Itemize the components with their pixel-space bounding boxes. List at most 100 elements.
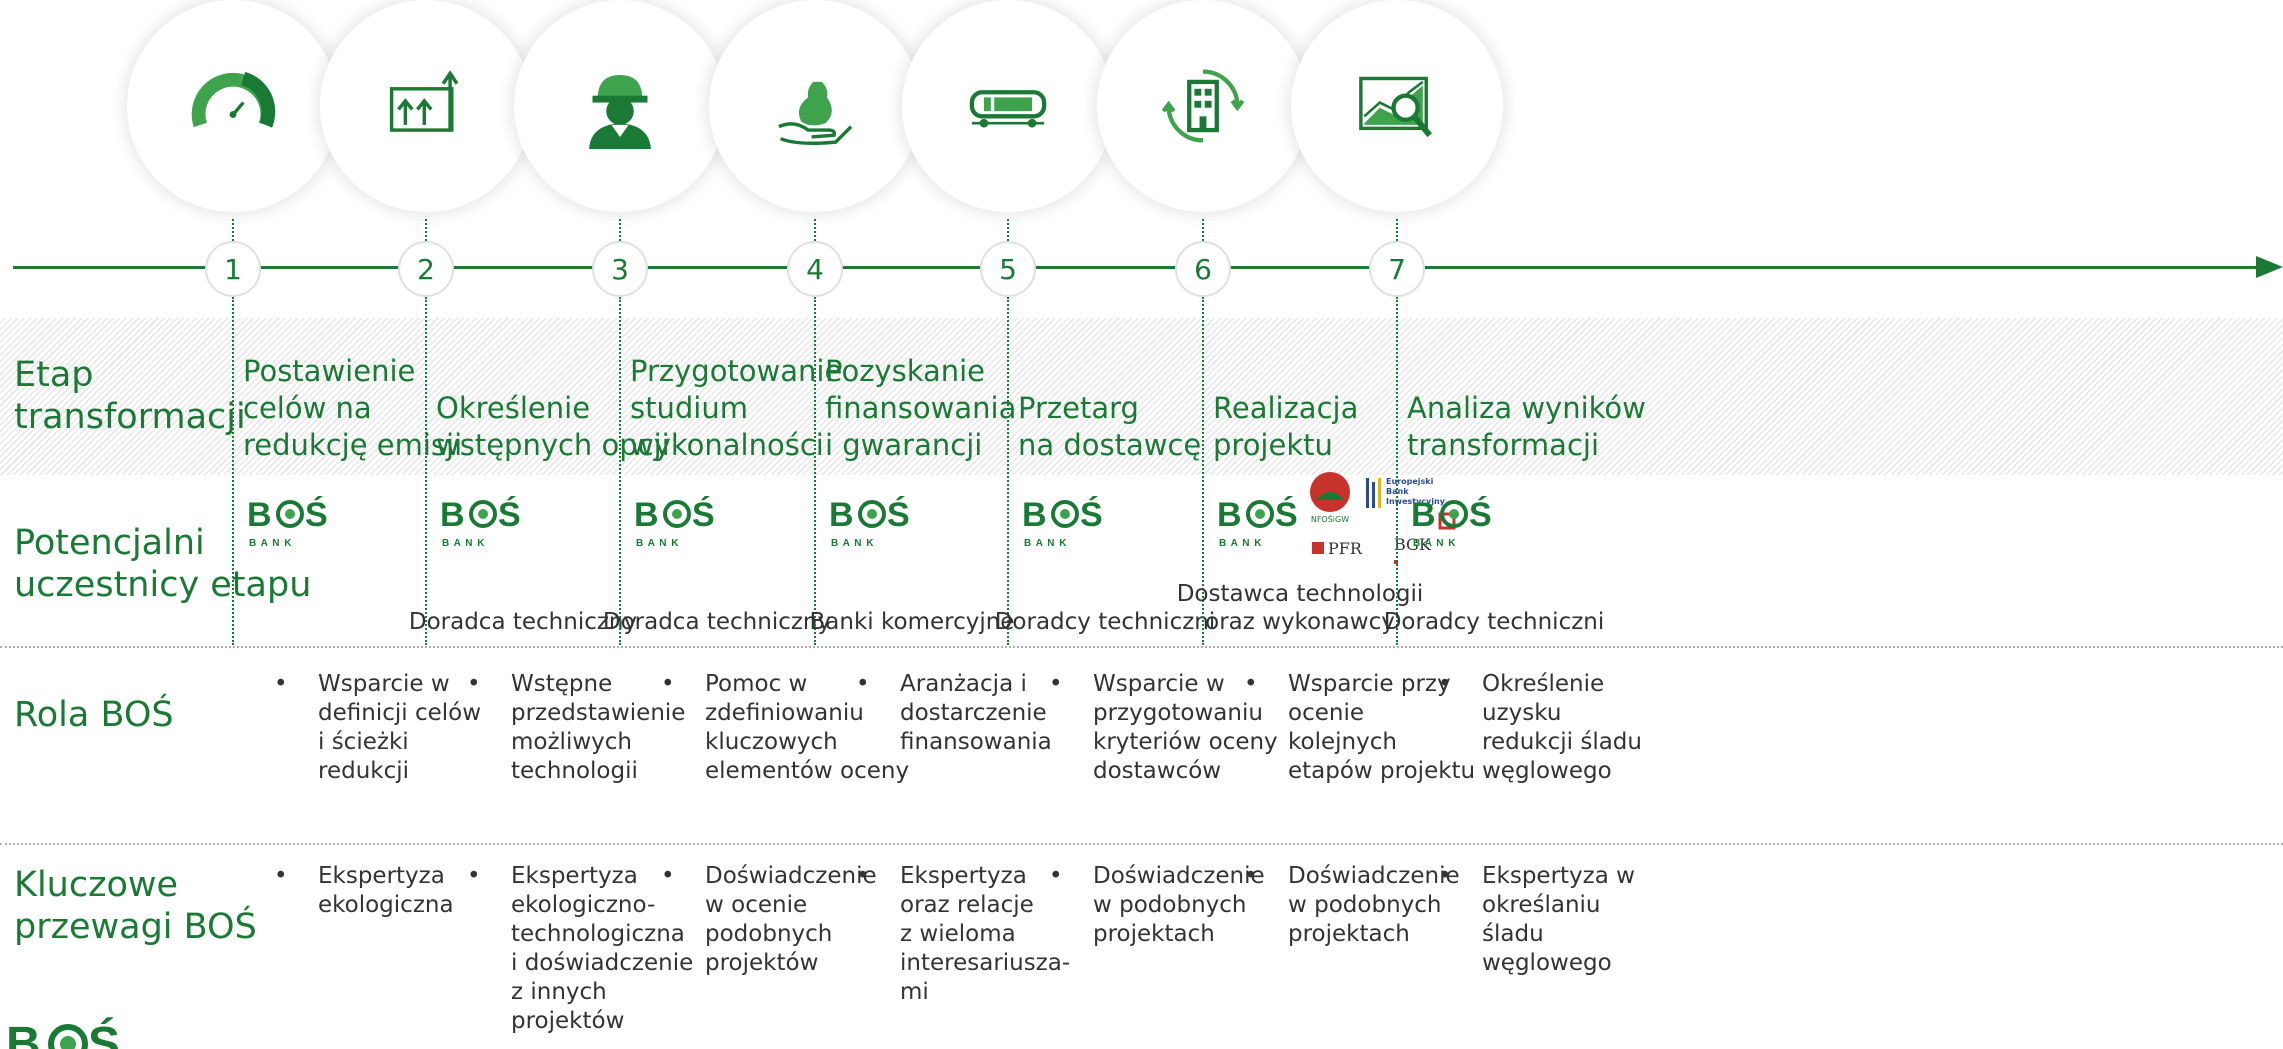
svg-text:Ś: Ś — [887, 496, 910, 534]
step-6-participant: Dostawca technologii oraz wykonawcy — [1176, 581, 1424, 635]
bullet-dot: • — [856, 671, 870, 697]
pfr-text: PFR — [1328, 539, 1363, 558]
svg-text:Ś: Ś — [692, 496, 715, 534]
growth-arrows-icon — [383, 63, 469, 149]
timeline-axis — [13, 266, 2258, 269]
bullet-dot: • — [1438, 671, 1452, 697]
step-7-stage: Analiza wyników transformacji — [1407, 391, 1646, 462]
svg-text:Ś: Ś — [88, 1016, 120, 1049]
svg-text:B A N K: B A N K — [1413, 538, 1456, 549]
svg-text:B A N K: B A N K — [831, 538, 874, 549]
step-5-connector — [1007, 219, 1009, 241]
row-label-participants: Potencjalni uczestnicy etapu — [14, 523, 312, 605]
step-5-stage: Przetarg na dostawcę — [1018, 391, 1202, 462]
svg-text:Ś: Ś — [1469, 496, 1492, 534]
step-2-number: 2 — [398, 241, 454, 297]
step-7-divider — [1396, 297, 1398, 645]
step-3-number: 3 — [592, 241, 648, 297]
svg-text:B A N K: B A N K — [1024, 538, 1067, 549]
svg-text:B: B — [829, 496, 854, 534]
step-6-divider — [1202, 297, 1204, 645]
svg-text:Ś: Ś — [305, 496, 328, 534]
separator-role-advantages — [0, 843, 2283, 845]
step-4-participant: Banki komercyjne — [809, 609, 1015, 635]
svg-text:B: B — [634, 496, 659, 534]
step-3-bos-logo: B Ś B A N K — [634, 496, 724, 552]
engineer-icon — [577, 63, 663, 149]
svg-text:B A N K: B A N K — [249, 538, 292, 549]
svg-text:Ś: Ś — [1080, 496, 1103, 534]
step-6-bos-logo: B Ś B A N K — [1217, 496, 1307, 552]
step-2-stage: Określenie wstępnych opcji — [436, 391, 670, 462]
bullet-dot: • — [661, 671, 675, 697]
step-2-bos-logo: B Ś B A N K — [440, 496, 530, 552]
step-4-bos-logo: B Ś B A N K — [829, 496, 919, 552]
step-4-divider — [814, 297, 816, 645]
svg-text:Europejski: Europejski — [1386, 477, 1434, 486]
svg-text:B A N K: B A N K — [1219, 538, 1262, 549]
bullet-dot: • — [1049, 863, 1063, 889]
timeline-arrowhead — [2256, 256, 2283, 278]
bullet-dot: • — [1438, 863, 1452, 889]
step-2-participant: Doradca techniczny — [408, 609, 638, 635]
svg-text:B: B — [1022, 496, 1047, 534]
step-7-bos-logo: B Ś B A N K — [1411, 496, 1501, 552]
step-1-connector — [232, 219, 234, 241]
svg-text:B: B — [247, 496, 272, 534]
nfosigw-text: NFOŚiGW — [1311, 513, 1349, 524]
footer-bos-logo: B Ś — [6, 1010, 126, 1049]
svg-text:B: B — [440, 496, 465, 534]
step-6-icon-circle — [1097, 0, 1309, 212]
step-3-icon-circle — [514, 0, 726, 212]
step-5-divider — [1007, 297, 1009, 645]
step-5-bos-logo: B Ś B A N K — [1022, 496, 1112, 552]
step-4-connector — [814, 219, 816, 241]
step-3-divider — [619, 297, 621, 645]
step-7-participant: Doradcy techniczni — [1383, 609, 1605, 635]
step-1-stage: Postawienie celów na redukcję emisji — [243, 354, 463, 462]
svg-text:B: B — [6, 1018, 41, 1049]
step-3-connector — [619, 219, 621, 241]
step-2-divider — [425, 297, 427, 645]
step-1-bos-logo: B Ś B A N K — [247, 496, 337, 552]
step-3-stage: Przygotowanie studium wykonalności — [630, 354, 843, 462]
step-4-stage: Pozyskanie finansowania i gwarancji — [825, 354, 1017, 462]
step-5-icon-circle — [902, 0, 1114, 212]
step-6-connector — [1202, 219, 1204, 241]
step-6-stage: Realizacja projektu — [1213, 391, 1359, 462]
step-4-icon-circle — [709, 0, 921, 212]
step-1-icon-circle — [127, 0, 339, 212]
separator-participants-role — [0, 646, 2283, 648]
svg-text:Ś: Ś — [498, 496, 521, 534]
svg-text:B A N K: B A N K — [636, 538, 679, 549]
row-label-stage: Etap transformacji — [14, 355, 246, 437]
step-7-connector — [1396, 219, 1398, 241]
svg-text:B: B — [1217, 496, 1242, 534]
step-7-icon-circle — [1291, 0, 1503, 212]
nfosigw-logo: NFOŚiGW — [1310, 472, 1350, 524]
row-label-role: Rola BOŚ — [14, 695, 174, 735]
step-1-number: 1 — [205, 241, 261, 297]
step-5-participant: Doradcy techniczni — [994, 609, 1216, 635]
bullet-dot: • — [1244, 671, 1258, 697]
step-7-number: 7 — [1369, 241, 1425, 297]
bullet-dot: • — [274, 863, 288, 889]
step-4-number: 4 — [787, 241, 843, 297]
bullet-dot: • — [467, 671, 481, 697]
step-2-icon-circle — [320, 0, 532, 212]
svg-text:B A N K: B A N K — [442, 538, 485, 549]
bgk-text: BGK — [1394, 535, 1432, 554]
bullet-dot: • — [661, 863, 675, 889]
svg-text:Ś: Ś — [1275, 496, 1298, 534]
bullet-dot: • — [274, 671, 288, 697]
rail-car-icon — [965, 63, 1051, 149]
bullet-dot: • — [467, 863, 481, 889]
step-5-number: 5 — [980, 241, 1036, 297]
step-2-connector — [425, 219, 427, 241]
chart-magnifier-icon — [1354, 63, 1440, 149]
speedometer-icon — [190, 63, 276, 149]
svg-text:B: B — [1411, 496, 1436, 534]
bullet-dot: • — [856, 863, 870, 889]
svg-text:Inwestycyjny: Inwestycyjny — [1386, 497, 1446, 506]
stage-row-hatch — [0, 318, 2283, 475]
